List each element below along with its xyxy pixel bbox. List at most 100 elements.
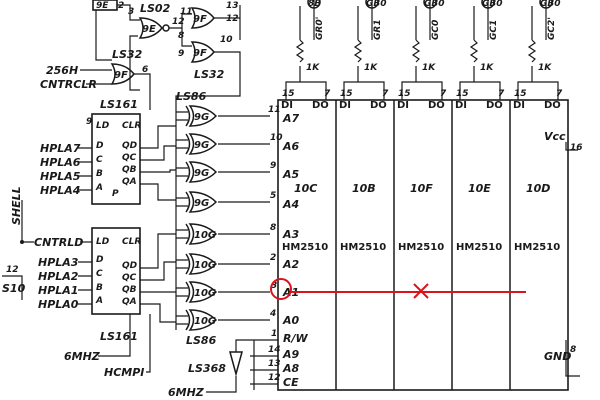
wire [214, 51, 241, 92]
bus-label: GB0 [482, 0, 503, 9]
a8-pin: 13 [268, 359, 281, 369]
counter-pin-qb: QB [122, 285, 137, 295]
ls368-label: LS368 [188, 362, 226, 375]
chip-part: HM2510 [456, 242, 502, 253]
gate-9f-a [190, 7, 215, 29]
vcc-label: Vcc [544, 130, 566, 143]
wire [140, 303, 176, 323]
addr-a4: A4 [282, 198, 299, 211]
xor-gate-body [188, 253, 218, 275]
wire [140, 183, 176, 201]
pin-label: 8 [178, 31, 184, 41]
xor-gate-label: 10G [194, 260, 216, 271]
wire [2, 275, 23, 300]
signal-cntrclr: CNTRCLR [40, 78, 97, 91]
gate-9f-b-label: 9F [193, 48, 207, 59]
wire [78, 147, 92, 191]
xor-gate-label: 9G [194, 168, 209, 179]
ram-outline [277, 99, 569, 391]
counter-pin-qc: QC [122, 153, 137, 163]
chip-part: HM2510 [514, 242, 560, 253]
chip-part: HM2510 [398, 242, 444, 253]
counter-ls161-bottom: LD D C B A CLR QD QC QB QA LS161 [91, 227, 141, 343]
xor-gate-arc [185, 223, 191, 245]
bus-connector [481, 0, 495, 9]
chip-pin15: 15 [514, 89, 527, 99]
ce-pin: 12 [268, 373, 281, 383]
xor-gate-body [188, 281, 218, 303]
pin-label: 6 [142, 65, 148, 75]
inverter-bubble [162, 24, 170, 32]
resistor-symbol [353, 39, 363, 63]
xor-gate: 9G [176, 161, 218, 183]
gate-9f-b [190, 41, 215, 63]
wire [176, 229, 188, 239]
marked-pin-circle [270, 278, 292, 300]
signal-256h: 256H [46, 64, 78, 77]
counter-pin-d: D [96, 255, 104, 265]
chip-pin7: 7 [382, 89, 389, 99]
counter-pin-c: C [96, 269, 103, 279]
gnd-pin: 8 [570, 345, 576, 355]
counter-pin-qc: QC [122, 273, 137, 283]
wire [459, 66, 501, 100]
xor-gate-body [188, 309, 218, 331]
a9-pin: 14 [268, 345, 281, 355]
counter-pin-clr: CLR [122, 237, 141, 247]
pin-label: 11 [180, 7, 193, 17]
gate-9e-label: 9E [96, 1, 109, 11]
address-pins: 11 10 9 5 8 2 3 4 A7 A6 A5 A4 A3 A2 A1 A… [250, 105, 308, 390]
gc-label: GR0' [315, 17, 325, 40]
wire [343, 66, 385, 100]
chip-pin7: 7 [440, 89, 447, 99]
wire [21, 200, 34, 243]
ls86-bottom-label: LS86 [186, 334, 217, 347]
chip-di-label: DI [281, 100, 293, 111]
hpla-inputs: HPLA7 HPLA6 HPLA5 HPLA4 HPLA3 HPLA2 HPLA… [2, 142, 151, 379]
marked-x [413, 283, 429, 299]
buffer-ls368: LS368 6MHZ [168, 339, 250, 399]
counter-pin-qb: QB [122, 165, 137, 175]
gate-ls02 [138, 17, 163, 39]
xor-gate-arc [185, 191, 191, 213]
wire [565, 142, 578, 151]
gate-9e-inner: 9E [142, 24, 156, 35]
wire [235, 339, 250, 352]
wire [95, 10, 112, 61]
bus-label: GB0 [366, 0, 387, 9]
addr-a0: A0 [282, 314, 300, 327]
gate-9f-c-label: 9F [114, 70, 128, 81]
pin-label: 9 [178, 49, 184, 59]
counter-pin-ld: LD [96, 121, 110, 131]
counter-pin-qa: QA [122, 297, 137, 307]
pin-label: 13 [226, 1, 239, 11]
chip-di-label: DI [455, 100, 467, 111]
wire [176, 287, 188, 297]
xor-gate-body [188, 133, 218, 155]
gnd-label: GND [544, 350, 571, 363]
wire [175, 92, 241, 330]
s12-label: 12 [6, 265, 19, 275]
a8-label: A8 [282, 362, 300, 375]
addr-a5: A5 [282, 168, 300, 181]
xor-gate: 10G [176, 281, 218, 303]
wire [176, 197, 188, 207]
xor-gate-arc [185, 309, 191, 331]
pin-label: 3 [128, 7, 134, 17]
bus-connector [307, 0, 321, 9]
wire [285, 66, 327, 100]
chip-pin15: 15 [340, 89, 353, 99]
wire [169, 13, 192, 29]
hpla5-label: HPLA5 [40, 170, 81, 183]
chip-pin7: 7 [498, 89, 505, 99]
counter-ls161-top: LS161 9 LD D C B A P CLR QD QC QB QA [86, 98, 141, 205]
wire [78, 261, 92, 305]
rw-pin: 1 [271, 329, 277, 339]
bus-connector [365, 0, 379, 9]
bus-label: GB0 [424, 0, 445, 9]
xor-gate-label: 9G [194, 112, 209, 123]
